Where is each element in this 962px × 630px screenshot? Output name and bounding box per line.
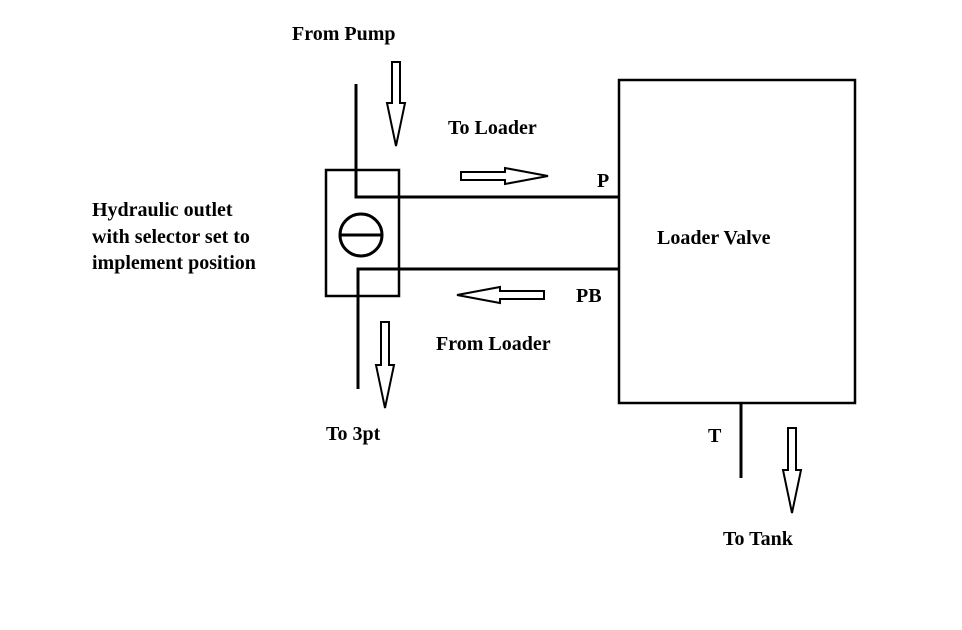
to-3pt-label: To 3pt <box>326 423 381 445</box>
hydraulic-outlet-box <box>324 168 401 298</box>
outlet-label-line2: with selector set to <box>92 226 250 248</box>
port-pb-label: PB <box>576 285 602 307</box>
loader-return-line <box>356 267 619 389</box>
to-loader-label: To Loader <box>448 117 537 139</box>
pump-supply-line <box>354 84 619 199</box>
outlet-label-line3: implement position <box>92 252 256 274</box>
loader-valve-box <box>617 78 857 405</box>
loader-valve-label: Loader Valve <box>657 227 771 249</box>
from-loader-label: From Loader <box>436 333 551 355</box>
from-loader-arrow <box>456 285 545 305</box>
to-loader-arrow <box>460 166 549 186</box>
outlet-label-line1: Hydraulic outlet <box>92 199 233 221</box>
to-3pt-arrow <box>374 321 396 409</box>
port-p-label: P <box>597 170 609 192</box>
from-pump-arrow <box>385 61 407 147</box>
port-t-label: T <box>708 425 722 447</box>
to-tank-label: To Tank <box>723 528 794 550</box>
to-tank-arrow <box>781 427 803 514</box>
from-pump-label: From Pump <box>292 23 396 45</box>
